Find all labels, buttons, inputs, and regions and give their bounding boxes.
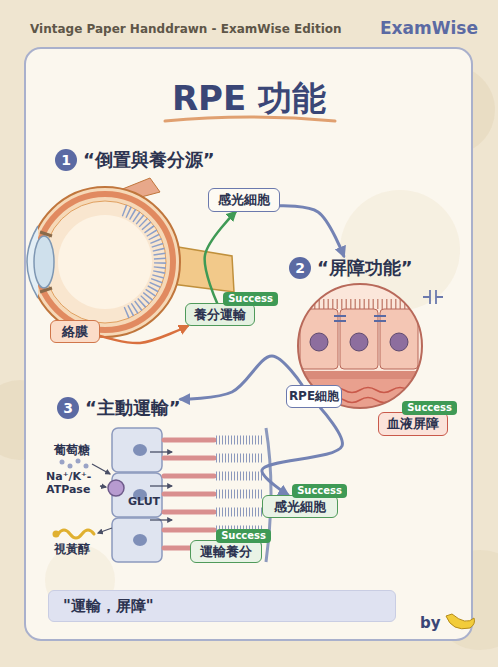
flow-arrow — [280, 206, 344, 256]
banana-icon — [446, 614, 475, 629]
status-box: Success血液屏障 — [378, 412, 448, 436]
step-number: 1 — [55, 149, 77, 171]
section-heading: 1 “倒置與養分源” — [55, 148, 215, 172]
part-label: 視黃醇 — [54, 542, 90, 556]
header-text: Vintage Paper Handdrawn - ExamWise Editi… — [30, 22, 342, 36]
status-tag: Success — [216, 529, 271, 543]
status-box: Success養分運輸 — [185, 303, 255, 326]
section-title: “倒置與養分源” — [83, 148, 215, 172]
section-title: “主動運輸” — [85, 396, 181, 420]
box-label: 感光細胞 — [218, 191, 270, 209]
box-label: 感光細胞 — [274, 498, 326, 516]
box-label: 運輸養分 — [200, 543, 252, 561]
step-number: 3 — [57, 397, 79, 419]
section-title: “屏障功能” — [317, 256, 413, 280]
part-label: GLUT — [128, 495, 160, 508]
status-tag: Success — [223, 292, 278, 306]
card-frame — [25, 48, 472, 640]
part-label: 葡萄糖 — [54, 443, 90, 457]
flow-arrow — [181, 356, 302, 399]
box-label: 養分運輸 — [194, 306, 246, 324]
box-label: 血液屏障 — [387, 415, 439, 433]
step-number: 2 — [289, 257, 311, 279]
section-heading: 2 “屏障功能” — [289, 256, 413, 280]
summary-text: "運輸，屏障" — [63, 597, 154, 616]
status-box: Success感光細胞 — [262, 495, 338, 518]
flow-arrow — [100, 326, 188, 343]
label-box: 絡膜 — [50, 320, 100, 343]
diagram-title: RPE 功能 — [0, 76, 498, 122]
brand-name: ExamWise — [380, 18, 478, 38]
status-tag: Success — [402, 401, 457, 415]
section-heading: 3 “主動運輸” — [57, 396, 181, 420]
part-label: Na⁺/K⁺- ATPase — [46, 470, 104, 496]
signature: by — [420, 614, 441, 632]
label-box: 感光細胞 — [208, 188, 280, 212]
status-tag: Success — [292, 484, 347, 498]
flow-arrow — [205, 212, 236, 303]
box-label: 絡膜 — [62, 323, 88, 341]
flow-arrow — [262, 408, 342, 495]
summary-band: "運輸，屏障" — [48, 590, 396, 622]
status-box: Success運輸養分 — [190, 540, 262, 563]
barrier-symbol — [423, 290, 443, 304]
box-label: RPE細胞 — [289, 388, 339, 405]
label-box: RPE細胞 — [286, 385, 342, 408]
